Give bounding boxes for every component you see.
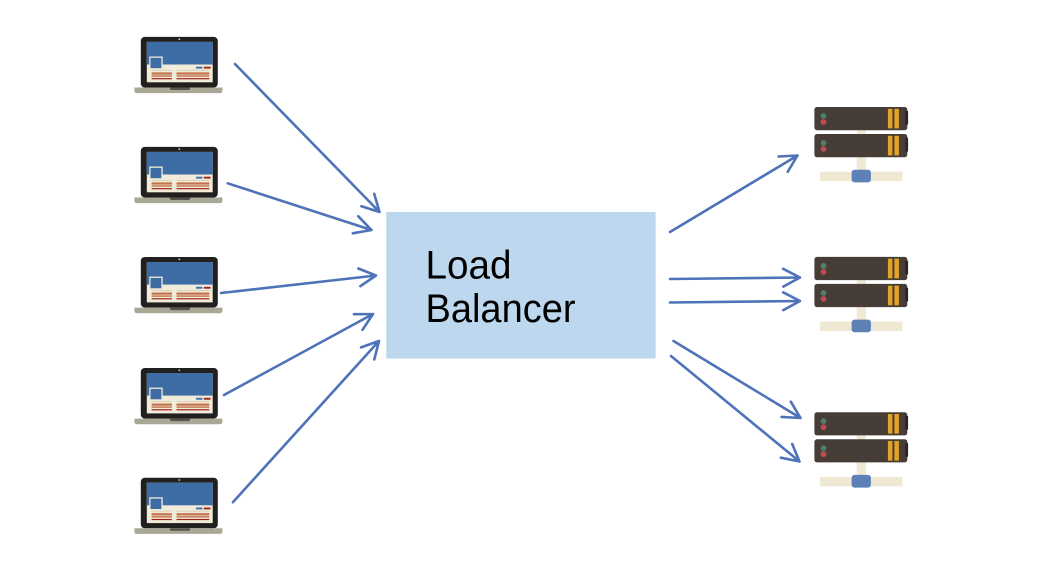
svg-text:Balancer: Balancer <box>426 287 576 331</box>
svg-text:Load: Load <box>426 243 512 287</box>
